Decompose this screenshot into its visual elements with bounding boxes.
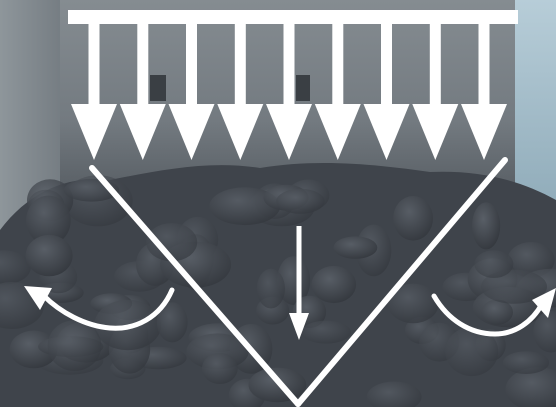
rubble-rock <box>334 236 378 258</box>
wall-opening-right <box>296 75 310 101</box>
rubble-rock <box>393 196 433 241</box>
rubble-rock <box>202 353 238 384</box>
rubble-rock <box>503 351 549 374</box>
rubble-rock <box>276 189 324 214</box>
rubble-rock <box>474 250 513 278</box>
rubble-rock <box>312 266 357 303</box>
rubble-rock <box>48 320 102 371</box>
rubble-rock <box>301 321 351 344</box>
wall-opening-left <box>150 75 166 101</box>
load-bar <box>68 10 518 24</box>
rubble-rock <box>26 235 73 276</box>
rubble-rock <box>257 269 285 309</box>
rubble-rock <box>472 202 500 249</box>
